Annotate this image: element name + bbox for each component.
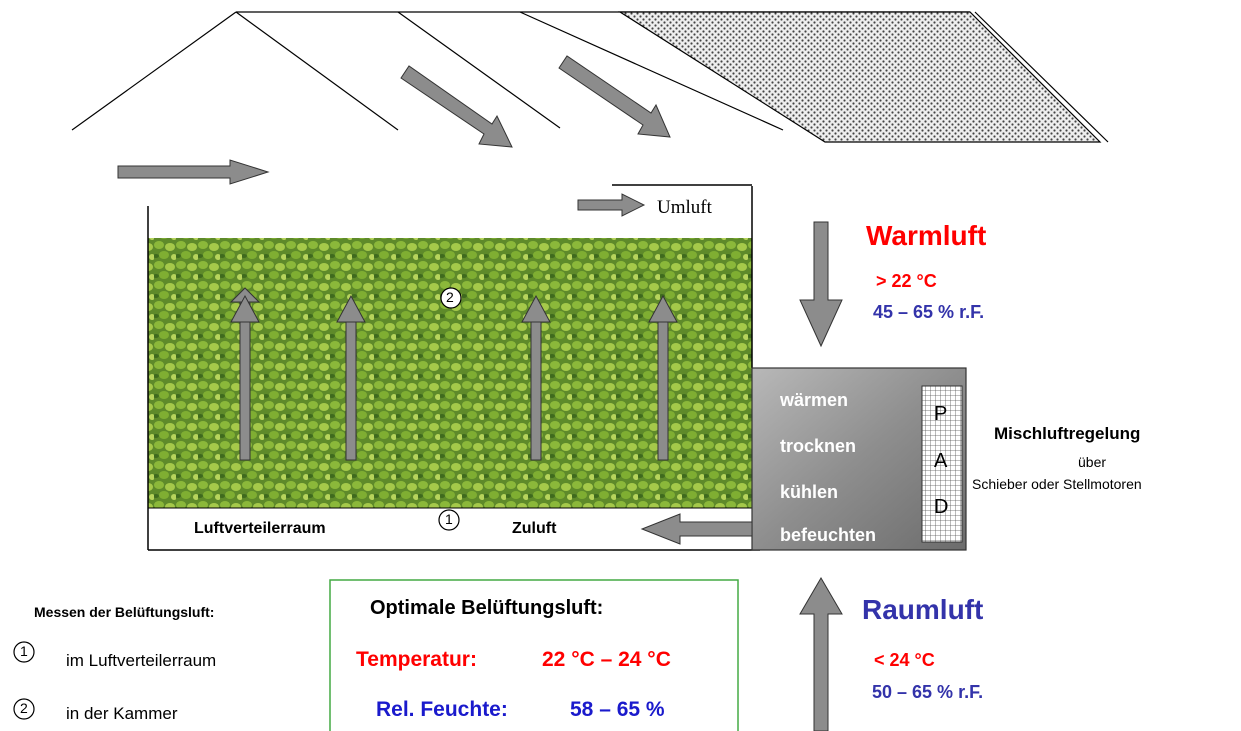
arrow-up-icon bbox=[336, 294, 366, 323]
pad-letter-d: D bbox=[934, 496, 949, 518]
arrow-down-icon bbox=[558, 55, 671, 138]
circled-number-icon bbox=[13, 641, 35, 663]
room-humidity: 50 – 65 % r.F. bbox=[872, 682, 984, 702]
arrow-up-icon bbox=[345, 321, 357, 461]
circled-number-icon bbox=[440, 287, 462, 309]
raumluft-label: Raumluft bbox=[862, 594, 984, 625]
roof-panel-hatched bbox=[617, 11, 1102, 143]
arrow-right-icon bbox=[577, 193, 646, 217]
roof bbox=[71, 11, 1109, 143]
grid-pad-icon bbox=[921, 385, 963, 543]
mixing-line2: Schieber oder Stellmotoren bbox=[972, 476, 1142, 492]
zuluft-label: Zuluft bbox=[512, 520, 557, 537]
mixing-title: Mischluftregelung bbox=[994, 424, 1141, 443]
step-dry: trocknen bbox=[780, 436, 857, 456]
arrow-up-icon bbox=[657, 321, 669, 461]
pad-letter-a: A bbox=[934, 450, 948, 472]
marker-2: 2 bbox=[446, 289, 454, 305]
arrow-down-icon bbox=[400, 65, 513, 148]
optimal-humidity-value: 58 – 65 % bbox=[570, 698, 665, 721]
optimal-title: Optimale Belüftungsluft: bbox=[370, 597, 604, 619]
measure-item-2: in der Kammer bbox=[66, 704, 178, 723]
marker-1: 1 bbox=[445, 511, 453, 527]
step-warm: wärmen bbox=[780, 390, 849, 410]
measure-num-1: 1 bbox=[20, 643, 28, 659]
room-temperature: < 24 °C bbox=[874, 650, 935, 670]
arrow-left-icon bbox=[640, 513, 753, 545]
arrow-up-icon bbox=[230, 294, 260, 323]
step-humidify: befeuchten bbox=[780, 525, 877, 545]
warmluft-label: Warmluft bbox=[866, 220, 987, 251]
optimal-humidity-label: Rel. Feuchte: bbox=[376, 698, 508, 721]
luftverteilerraum-label: Luftverteilerraum bbox=[194, 520, 326, 537]
mixing-line1: über bbox=[1078, 454, 1107, 470]
arrow-up-icon bbox=[648, 294, 678, 323]
arrow-up-icon bbox=[521, 294, 551, 323]
circled-number-icon bbox=[13, 698, 35, 720]
measure-num-2: 2 bbox=[20, 700, 28, 716]
warm-temperature: > 22 °C bbox=[876, 271, 937, 291]
arrow-up-icon bbox=[239, 321, 251, 461]
measure-title: Messen der Belüftungsluft: bbox=[34, 604, 215, 620]
arrow-right-icon bbox=[117, 159, 270, 185]
umluft-label: Umluft bbox=[657, 197, 712, 218]
optimal-temp-value: 22 °C – 24 °C bbox=[542, 648, 671, 671]
arrow-down-icon bbox=[799, 221, 843, 348]
warm-humidity: 45 – 65 % r.F. bbox=[873, 302, 985, 322]
arrow-up-icon bbox=[530, 321, 542, 461]
circled-number-icon bbox=[438, 509, 460, 531]
measure-item-1: im Luftverteilerraum bbox=[66, 651, 217, 670]
optimal-air-box bbox=[329, 579, 739, 731]
step-cool: kühlen bbox=[780, 482, 839, 502]
arrow-up-icon bbox=[799, 577, 843, 731]
optimal-temp-label: Temperatur: bbox=[356, 648, 477, 671]
pad-letter-p: P bbox=[934, 403, 948, 425]
